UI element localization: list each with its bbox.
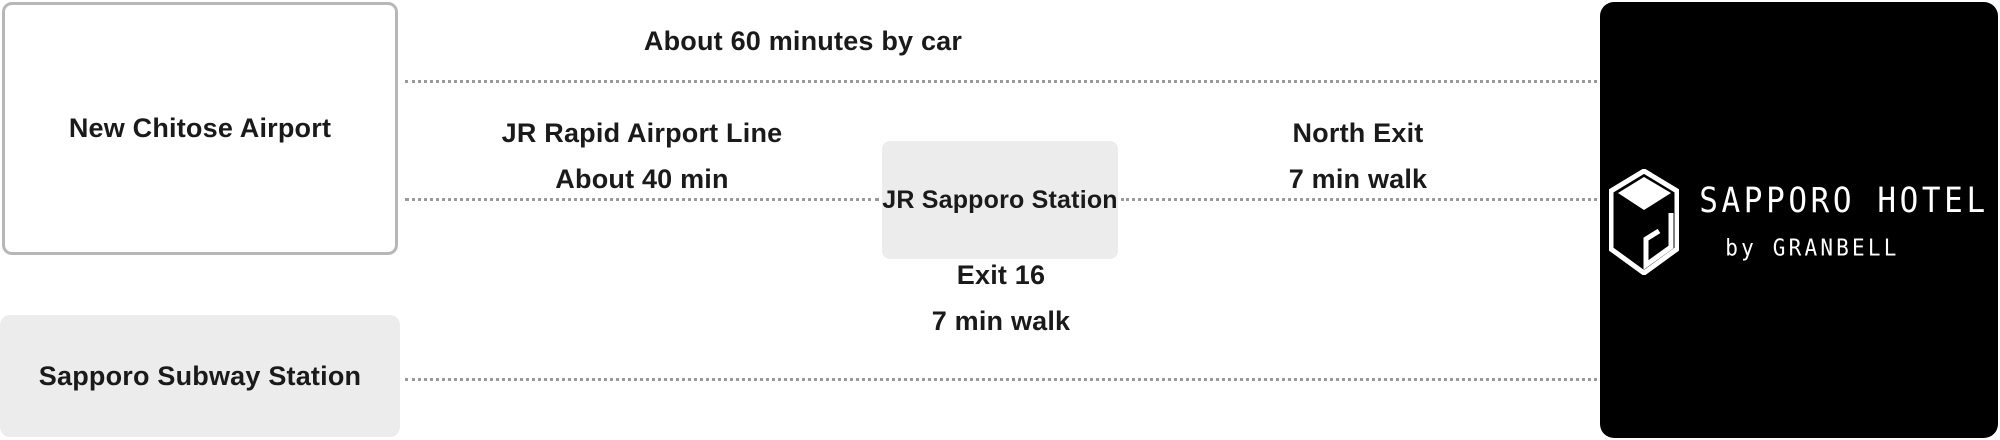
route-line-airport-to-jr	[405, 198, 879, 201]
granbell-g-shield-icon	[1609, 169, 1680, 275]
route-label-jr-line-time: About 40 min	[555, 164, 729, 194]
brand-lockup: SAPPORO HOTEL by GRANBELL	[1609, 169, 1988, 275]
route-label-subway-exit-time: 7 min walk	[931, 306, 1071, 336]
node-subway-label: Sapporo Subway Station	[38, 360, 362, 391]
node-jr-label: JR Sapporo Station	[882, 186, 1118, 214]
route-label-jr-line-name: JR Rapid Airport Line	[501, 118, 783, 148]
brand-text-block: SAPPORO HOTEL by GRANBELL	[1699, 180, 1989, 261]
node-sapporo-subway-station: Sapporo Subway Station	[0, 315, 400, 437]
route-line-jr-to-hotel	[1121, 198, 1597, 201]
brand-destination-panel: SAPPORO HOTEL by GRANBELL	[1600, 2, 1998, 438]
node-airport-label: New Chitose Airport	[68, 113, 332, 144]
node-jr-sapporo-station: JR Sapporo Station	[882, 141, 1118, 259]
route-label-station-exit-time: 7 min walk	[1288, 164, 1428, 194]
route-line-by-car	[405, 80, 1597, 83]
route-line-subway-to-hotel	[405, 378, 1597, 381]
route-label-subway-exit: Exit 16	[956, 260, 1046, 290]
node-new-chitose-airport: New Chitose Airport	[2, 2, 398, 255]
route-label-by-car: About 60 minutes by car	[643, 26, 963, 56]
brand-subtitle: by GRANBELL	[1725, 234, 1900, 261]
route-label-station-exit: North Exit	[1292, 118, 1424, 148]
brand-name: SAPPORO HOTEL	[1699, 180, 1989, 221]
